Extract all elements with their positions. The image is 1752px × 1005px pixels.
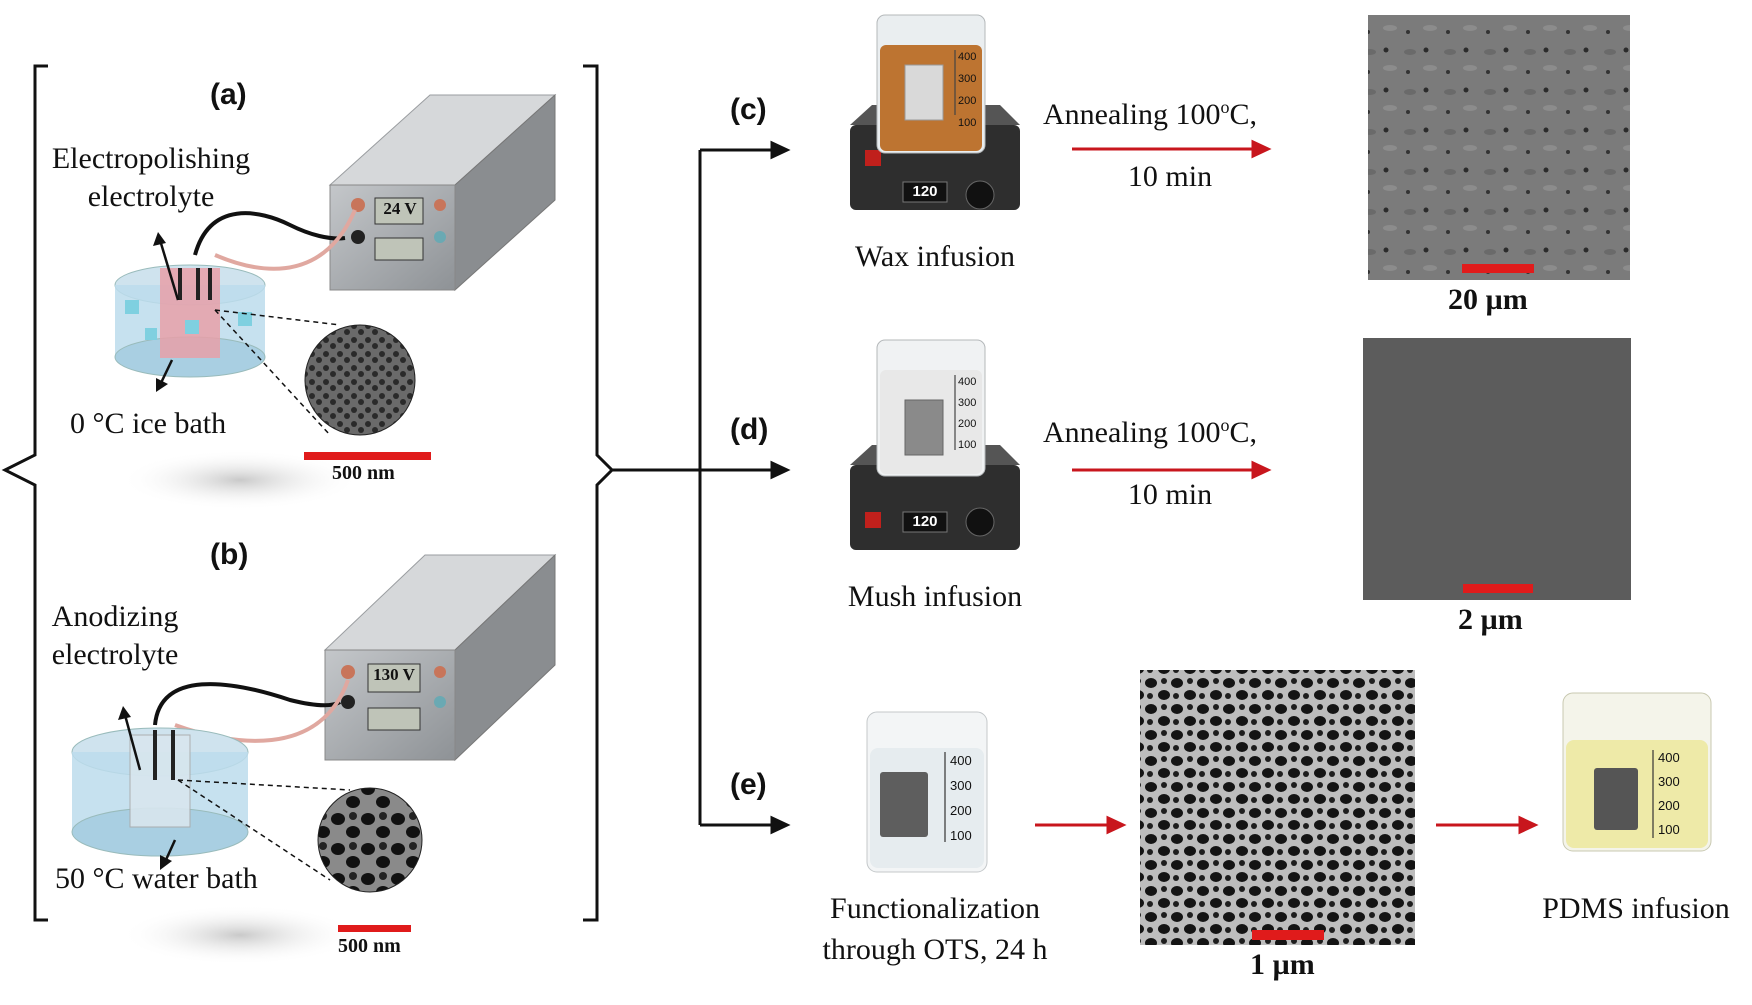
tick-100: 100 [1658,822,1680,837]
hotplate-display-d: 120 [912,513,938,530]
panel-label-e: (e) [730,768,767,801]
sem-image-wax [1368,15,1630,280]
scale-label-c: 20 µm [1448,283,1528,316]
panel-label-a: (a) [210,78,247,111]
electropolishing-label-line2: electrolyte [87,180,215,213]
tick-200: 200 [950,803,972,818]
mush-infusion-label: Mush infusion [847,580,1023,613]
tick-400: 400 [1658,750,1680,765]
tick-100: 100 [958,439,977,451]
scale-label-e: 1 µm [1250,948,1315,981]
tick-300: 300 [958,397,977,409]
water-bath-label: 50 °C water bath [55,862,258,895]
process-arrows [1035,139,1539,835]
tick-300: 300 [958,73,977,85]
tick-300: 300 [950,778,972,793]
voltage-display [367,663,421,693]
panel-c-beaker [850,14,1020,210]
display-130v: 130 V [373,665,415,684]
annealing-label-c: Annealing 100oC, [1043,97,1257,131]
tick-400: 400 [958,51,977,63]
beaker-ticks-ots: 400 300 200 100 [950,748,972,848]
branch-arrows [612,140,791,835]
sem-image-ots [1140,670,1415,945]
panel-e-beaker-ots [866,711,988,873]
annealing-label-d: Annealing 100oC, [1043,415,1257,449]
panel-a-setup [114,93,557,510]
beaker-ticks-c: 400 300 200 100 [958,46,976,134]
tick-300: 300 [1658,774,1680,789]
electropolishing-label: Electropolishing [51,142,251,175]
anodizing-label: Anodizing [51,600,179,633]
right-bracket [583,64,615,922]
tick-200: 200 [958,95,977,107]
functionalization-label: Functionalization [830,892,1040,925]
tick-100: 100 [958,117,977,129]
tick-400: 400 [958,376,977,388]
sem-image-mush [1363,338,1631,600]
display-24v: 24 V [383,199,417,218]
wax-infusion-label: Wax infusion [854,240,1016,273]
panel-label-c: (c) [730,93,767,126]
tick-200: 200 [958,418,977,430]
anneal-time-d: 10 min [1127,478,1213,511]
ice-bath-label: 0 °C ice bath [70,407,227,440]
functionalization-label-line2: through OTS, 24 h [822,933,1048,966]
hotplate-display-c: 120 [912,183,938,200]
pdms-infusion-label: PDMS infusion [1542,892,1730,925]
left-brace [1,64,48,922]
anneal-time-c: 10 min [1127,160,1213,193]
tick-400: 400 [950,753,972,768]
voltage-display [374,197,424,225]
panel-b-setup [71,553,557,965]
scale-label-a: 500 nm [332,462,395,484]
panel-label-d: (d) [730,413,769,446]
panel-e-beaker-pdms [1562,692,1712,852]
beaker-ticks-pdms: 400 300 200 100 [1658,746,1680,842]
tick-200: 200 [1658,798,1680,813]
tick-100: 100 [950,828,972,843]
panel-d-beaker [850,339,1020,550]
anodizing-label-line2: electrolyte [51,638,179,671]
scale-label-b: 500 nm [338,935,401,957]
beaker-ticks-d: 400 300 200 100 [958,372,976,456]
panel-label-b: (b) [210,538,249,571]
scale-label-d: 2 µm [1458,603,1523,636]
